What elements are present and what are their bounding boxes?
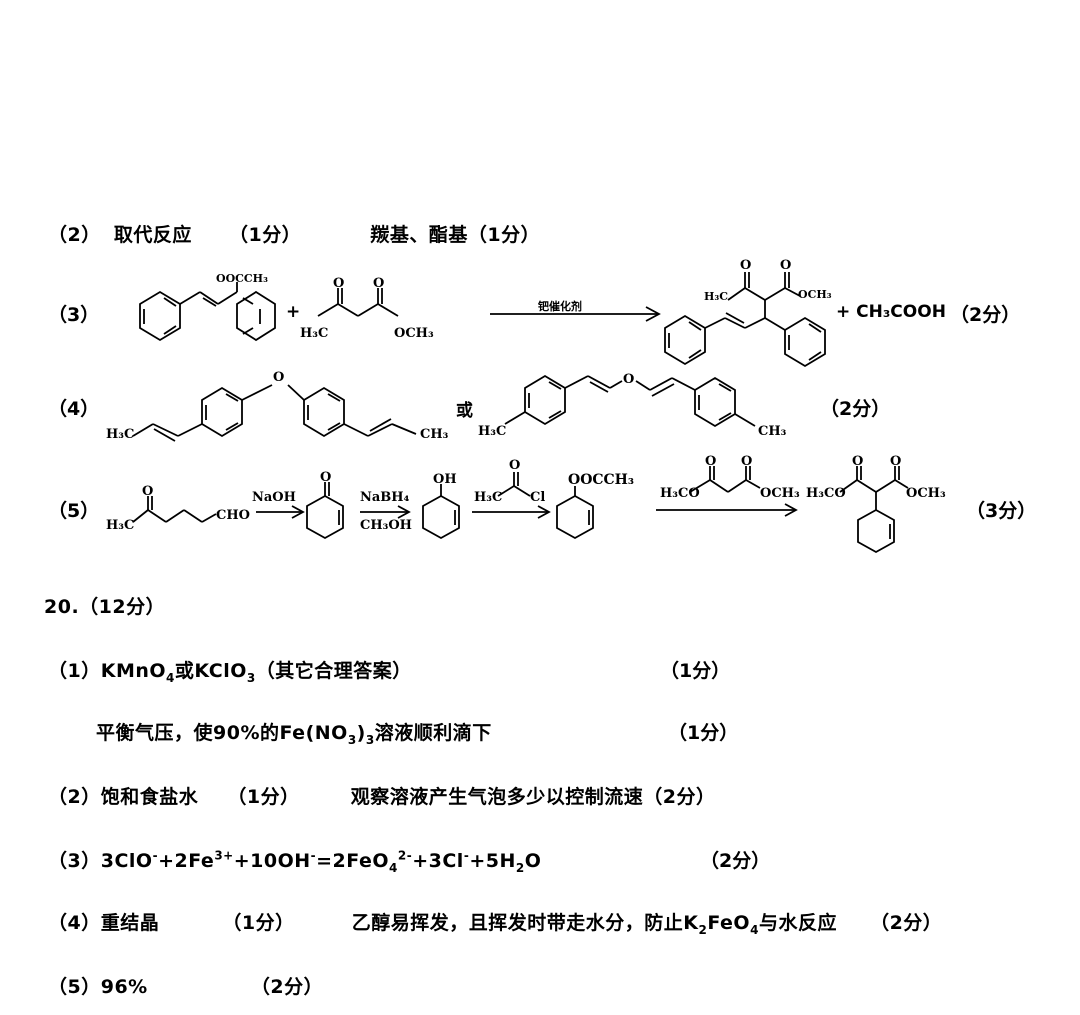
q19-part4-b-left: H₃C xyxy=(478,424,507,439)
q19-part4-a-o: O xyxy=(273,370,285,385)
q19-part2-answer1: 取代反应 xyxy=(113,224,192,246)
q19-part3-product-right: OCH₃ xyxy=(798,288,832,301)
q19-part5-start-o: O xyxy=(142,484,154,499)
q20-part4-number: （4） xyxy=(48,912,101,934)
q20-part3: （3）3ClO-+2Fe3++10OH-=2FeO42-+3Cl-+5H2O xyxy=(48,848,542,875)
q20-part4: （4）重结晶 （1分） 乙醇易挥发，且挥发时带走水分，防止K2FeO4与水反应 … xyxy=(48,912,943,937)
q19-part4-number: （4） xyxy=(48,398,100,420)
q19-part5-int2-oh: OH xyxy=(433,472,457,487)
q19-part5-reagent3-o: O xyxy=(509,458,521,473)
q19-part3-product-left: H₃C xyxy=(704,290,728,303)
q19-part5-reagent3-cl: Cl xyxy=(530,490,546,505)
q19-part5-product-o1: O xyxy=(852,454,864,469)
q19-part5-reagent1: NaOH xyxy=(252,490,296,505)
q19-part5-reagent4-right: OCH₃ xyxy=(760,486,800,501)
q19-part5-reagent3-left: H₃C xyxy=(474,490,503,505)
q20-part5-number: （5） xyxy=(48,976,101,998)
q19-part3-product-o2: O xyxy=(780,258,792,273)
q19-part3-catalyst: 钯催化剂 xyxy=(538,300,582,313)
q19-part5-start-left: H₃C xyxy=(106,518,135,533)
q20-part1-line2-points: （1分） xyxy=(668,722,739,744)
q20-part2-number: （2） xyxy=(48,786,101,808)
q19-part3-points: （2分） xyxy=(950,304,1021,326)
q20-part2: （2）饱和食盐水 （1分） 观察溶液产生气泡多少以控制流速（2分） xyxy=(48,786,716,808)
q19-part5-int1-o: O xyxy=(320,470,332,485)
q19-part3-plus: + xyxy=(286,302,301,322)
q19-part5-reagent4-left: H₃CO xyxy=(660,486,700,501)
q20-part1: （1）KMnO4或KClO3（其它合理答案） xyxy=(48,660,412,685)
q19-part3-reactant2-right: OCH₃ xyxy=(394,326,434,341)
q19-part5-product-right: OCH₃ xyxy=(906,486,946,501)
q20-part3-number: （3） xyxy=(48,850,101,872)
q19-part4-points: （2分） xyxy=(820,398,891,420)
q19-part3-byproduct: + CH₃COOH xyxy=(836,302,946,322)
q19-part5-reagent2-bottom: CH₃OH xyxy=(360,518,412,533)
q20-title: 20.（12分） xyxy=(44,596,166,618)
q19-part5-start-right: CHO xyxy=(216,508,250,523)
q19-part5-reagent4-o1: O xyxy=(705,454,717,469)
q19-part3-product-o1: O xyxy=(740,258,752,273)
q19-part5-int3-group: OOCCH₃ xyxy=(568,472,635,488)
q19-part2-number: （2） xyxy=(48,224,101,246)
q20-part1-number: （1） xyxy=(48,660,101,682)
q19-part5-reagent2-top: NaBH₄ xyxy=(360,490,410,505)
q19-part3-reactant2-o2: O xyxy=(373,276,385,291)
q19-part5-points: （3分） xyxy=(966,500,1037,522)
q19-part5-product-o2: O xyxy=(890,454,902,469)
q20-part3-points: （2分） xyxy=(700,850,771,872)
q19-part4-b-right: CH₃ xyxy=(758,424,787,439)
q19-part4-a-right: CH₃ xyxy=(420,427,449,442)
q20-part1-line2: 平衡气压，使90%的Fe(NO3)3溶液顺利滴下 xyxy=(96,722,492,747)
q19-part4-b-o: O xyxy=(623,372,635,387)
q19-part5-product-left: H₃CO xyxy=(806,486,846,501)
q19-part3-reactant2-left: H₃C xyxy=(300,326,329,341)
q20-part5: （5）96% （2分） xyxy=(48,976,324,998)
q19-part4-or: 或 xyxy=(456,401,473,421)
q19-part2: （2） 取代反应 （1分） 羰基、酯基（1分） xyxy=(48,220,540,247)
q19-part2-answer2: 羰基、酯基（1分） xyxy=(370,224,541,246)
q19-part4-a-left: H₃C xyxy=(106,427,135,442)
q19-part5-reagent4-o2: O xyxy=(741,454,753,469)
q19-part3-reactant1-group: OOCCH₃ xyxy=(216,272,268,285)
q19-part5-number: （5） xyxy=(48,500,100,522)
q19-part2-points1: （1分） xyxy=(229,224,302,246)
q19-part3-number: （3） xyxy=(48,304,100,326)
q19-part3-reactant2-o1: O xyxy=(333,276,345,291)
q20-part1-points: （1分） xyxy=(660,660,731,682)
